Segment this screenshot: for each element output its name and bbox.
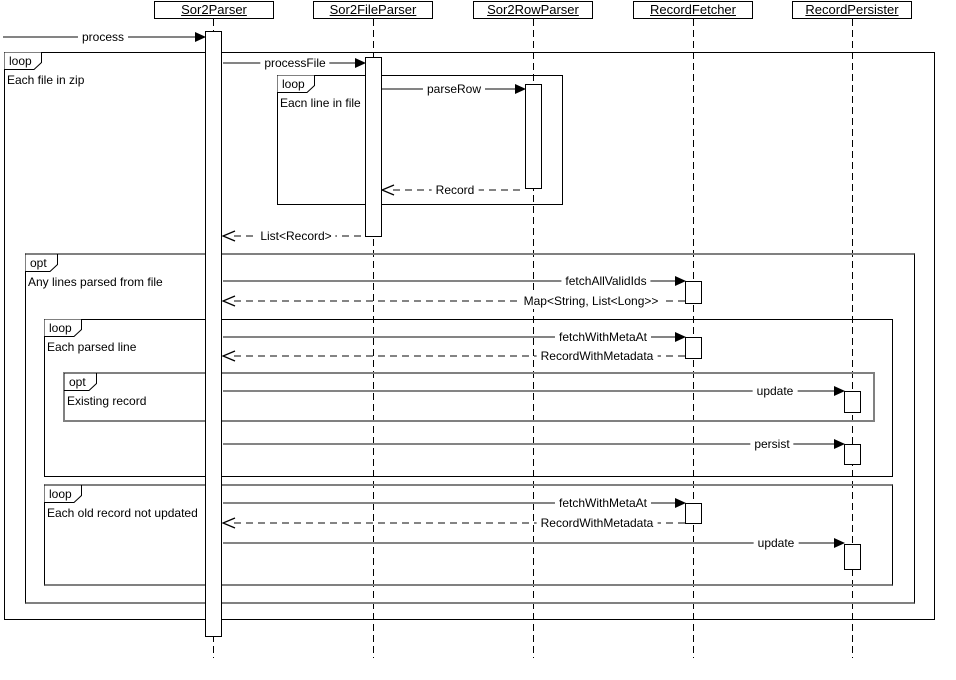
message-label: persist (750, 436, 794, 452)
message-label: RecordWithMetadata (536, 515, 658, 531)
fragment-operator: loop (49, 487, 72, 501)
activation-recordfetcher-2[interactable] (685, 337, 702, 359)
open-arrowhead-icon (222, 350, 236, 362)
lifeline-sor2fileparser (373, 19, 374, 658)
activation-recordfetcher-3[interactable] (685, 503, 702, 524)
fragment-operator: opt (69, 375, 86, 389)
fragment-guard: Eacn line in file (280, 96, 361, 110)
message-label: Map<String, List<Long>> (519, 293, 663, 309)
lifeline-name: RecordPersister (805, 2, 899, 17)
fragment-tag-shape (43, 318, 82, 337)
lifeline-header-recordfetcher[interactable]: RecordFetcher (633, 1, 753, 19)
fragment-operator: loop (282, 77, 305, 91)
message-label: List<Record> (256, 228, 336, 244)
message-label: processFile (260, 55, 330, 71)
message-line (223, 443, 835, 445)
fragment-opt-any-lines-parsed[interactable]: opt Any lines parsed from file (24, 253, 915, 604)
activation-sor2rowparser[interactable] (525, 84, 542, 189)
lifeline-sor2rowparser (533, 19, 534, 658)
message-line (234, 300, 685, 302)
lifeline-header-sor2rowparser[interactable]: Sor2RowParser (473, 1, 593, 19)
fragment-tag-shape (63, 372, 97, 391)
lifeline-name: Sor2FileParser (329, 2, 417, 17)
arrowhead-icon (355, 58, 366, 68)
message-label: update (752, 383, 798, 399)
arrowhead-icon (834, 538, 845, 548)
message-line (223, 390, 835, 392)
fragment-opt-existing-record[interactable]: opt Existing record (63, 372, 875, 422)
fragment-tag-shape (43, 484, 82, 503)
message-line (234, 522, 685, 524)
lifeline-recordpersister (852, 19, 853, 658)
fragment-operator: loop (49, 321, 72, 335)
fragment-loop-each-parsed-line[interactable]: loop Each parsed line (43, 318, 893, 477)
lifeline-header-sor2parser[interactable]: Sor2Parser (154, 1, 274, 19)
lifeline-name: RecordFetcher (650, 2, 736, 17)
arrowhead-icon (834, 386, 845, 396)
fragment-tag-shape (24, 253, 58, 272)
lifeline-name: Sor2RowParser (487, 2, 579, 17)
message-line (223, 542, 835, 544)
arrowhead-icon (515, 84, 526, 94)
fragment-operator-tag: opt (63, 372, 102, 391)
activation-recordfetcher-1[interactable] (685, 281, 702, 304)
message-label: RecordWithMetadata (536, 348, 658, 364)
message-label: process (77, 29, 129, 45)
fragment-loop-each-line-in-file[interactable]: loop Eacn line in file (276, 74, 563, 205)
fragment-loop-each-file-in-zip[interactable]: loop Each file in zip (3, 51, 935, 620)
fragment-operator-tag: loop (43, 318, 82, 337)
fragment-tag-shape (276, 74, 315, 93)
message-line (234, 355, 685, 357)
message-label: fetchWithMetaAt (554, 495, 652, 511)
fragment-tag-shape (3, 51, 42, 70)
message-line (223, 502, 676, 504)
fragment-guard: Each old record not updated (47, 506, 198, 520)
fragment-guard: Each file in zip (7, 73, 85, 87)
activation-recordpersister-2[interactable] (844, 444, 861, 465)
lifeline-header-recordpersister[interactable]: RecordPersister (792, 1, 912, 19)
open-arrowhead-icon (222, 230, 236, 242)
message-label: fetchWithMetaAt (554, 329, 652, 345)
message-line (223, 280, 676, 282)
activation-recordpersister-3[interactable] (844, 544, 861, 570)
arrowhead-icon (675, 332, 686, 342)
arrowhead-icon (834, 439, 845, 449)
lifeline-header-sor2fileparser[interactable]: Sor2FileParser (313, 1, 433, 19)
message-label: Record (431, 182, 479, 198)
open-arrowhead-icon (222, 517, 236, 529)
activation-sor2fileparser[interactable] (365, 57, 382, 237)
arrowhead-icon (675, 276, 686, 286)
fragment-guard: Each parsed line (47, 340, 137, 354)
message-label: fetchAllValidIds (561, 273, 651, 289)
message-line (223, 336, 676, 338)
fragment-operator-tag: loop (43, 484, 82, 503)
message-label: update (753, 535, 799, 551)
fragment-operator-tag: loop (3, 51, 42, 70)
fragment-operator-tag: loop (276, 74, 315, 93)
lifeline-name: Sor2Parser (181, 2, 247, 17)
activation-recordpersister-1[interactable] (844, 391, 861, 413)
open-arrowhead-icon (381, 184, 395, 196)
fragment-loop-each-old-record[interactable]: loop Each old record not updated (43, 484, 893, 586)
arrowhead-icon (675, 498, 686, 508)
fragment-guard: Any lines parsed from file (28, 275, 163, 289)
fragment-guard: Existing record (67, 394, 147, 408)
fragment-operator: loop (9, 54, 32, 68)
fragment-operator: opt (30, 256, 47, 270)
arrowhead-icon (195, 32, 206, 42)
fragment-operator-tag: opt (24, 253, 63, 272)
message-label: parseRow (422, 81, 486, 97)
open-arrowhead-icon (222, 295, 236, 307)
activation-sor2parser[interactable] (205, 31, 222, 637)
